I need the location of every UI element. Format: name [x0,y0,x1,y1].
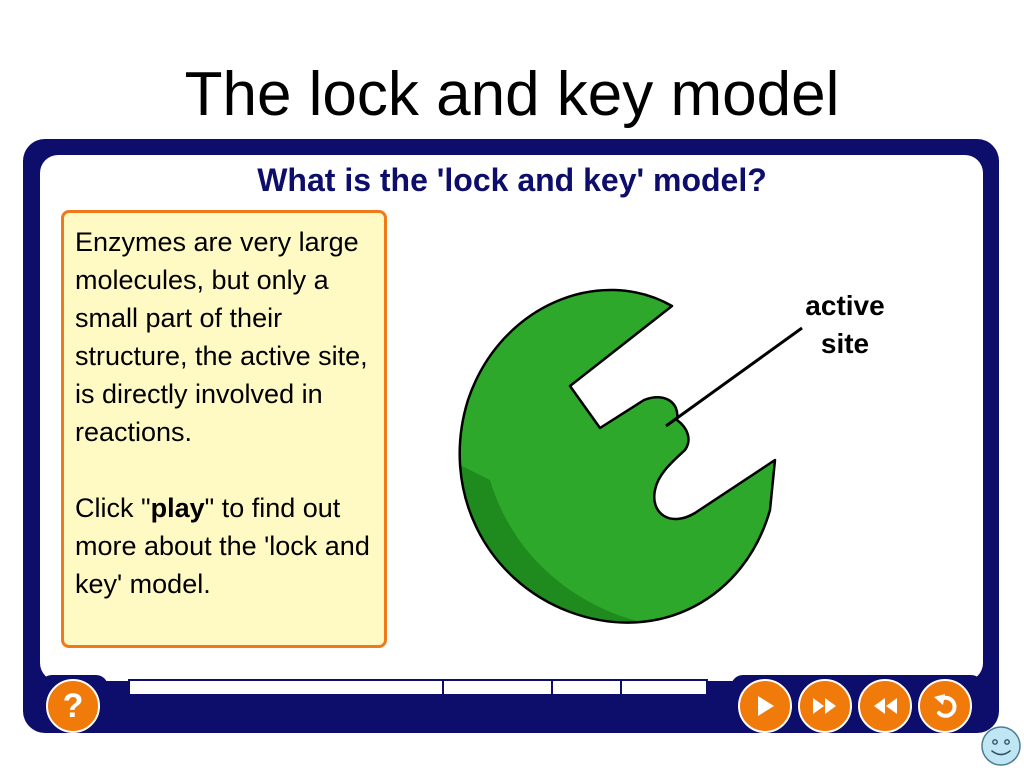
play-button[interactable] [738,679,792,733]
progress-segment [622,681,706,694]
progress-bar [128,679,708,696]
smiley-icon[interactable] [980,725,1022,767]
progress-segment [130,681,444,694]
rewind-icon [874,698,897,714]
fast-forward-icon [813,698,836,714]
info-paragraph-1: Enzymes are very large molecules, but on… [75,227,368,447]
rewind-button[interactable] [858,679,912,733]
enzyme-diagram [458,288,803,624]
slide-title: The lock and key model [184,60,840,129]
active-site-label-line-2: site [820,328,870,359]
restart-icon [934,694,957,718]
progress-segment [444,681,554,694]
fast-forward-button[interactable] [798,679,852,733]
help-button-label: ? [62,686,84,725]
info-paragraph-2: Click "play" to find out more about the … [64,489,384,603]
play-icon [758,696,774,716]
panel-heading: What is the 'lock and key' model? [257,162,767,198]
restart-button[interactable] [918,679,972,733]
info-paragraph-2-after: " to find out more about the 'lock and k… [75,493,370,599]
active-site-label: active site [780,287,910,363]
help-button[interactable]: ? [46,679,100,733]
info-paragraph-2-before: Click " [75,493,151,523]
active-site-pointer [665,326,803,428]
info-paragraph-2-bold: play [150,493,205,523]
active-site-label-line-1: active [805,290,885,321]
progress-segment [553,681,622,694]
enzyme-shape [458,288,777,624]
info-text-box: Enzymes are very large molecules, but on… [61,210,387,648]
